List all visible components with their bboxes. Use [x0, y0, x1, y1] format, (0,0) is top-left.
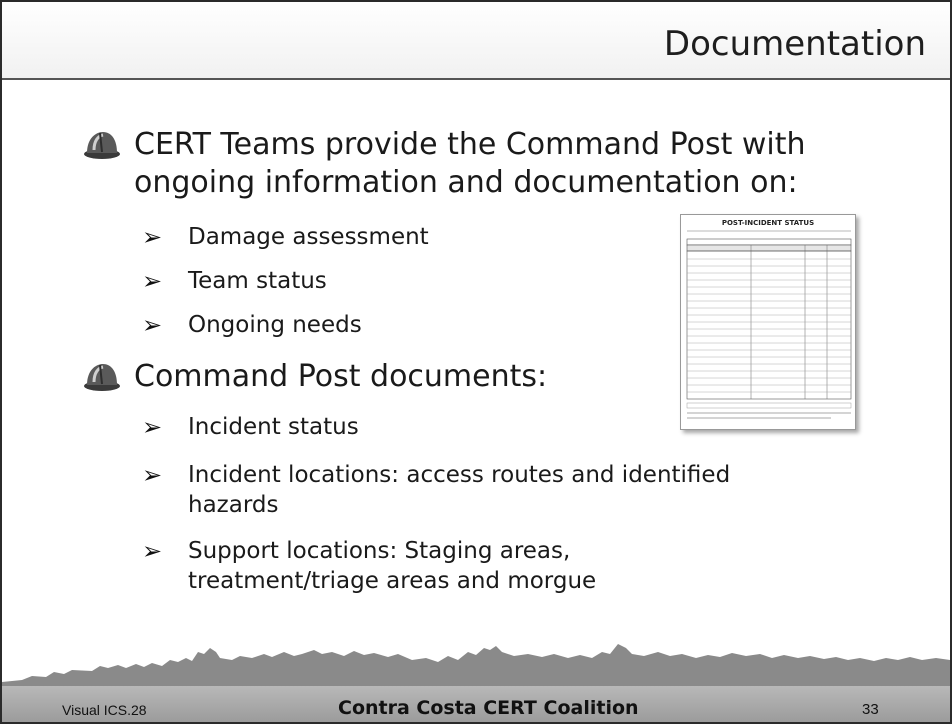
post-incident-status-form-image: POST-INCIDENT STATUS [680, 214, 856, 430]
hard-hat-icon [84, 364, 120, 391]
arrow-bullet-icon: ➢ [142, 413, 163, 441]
form-title: POST-INCIDENT STATUS [721, 219, 815, 227]
bullet-command-post-documents: Command Post documents: [82, 358, 547, 396]
sub-bullet-incident-status: ➢ Incident status [142, 412, 359, 442]
bullet-command-post-text: Command Post documents: [134, 359, 548, 394]
sub-bullet-team-status: ➢ Team status [142, 266, 327, 296]
footer-module-label: Visual ICS.28 [62, 702, 147, 718]
sub-bullet-damage-assessment: ➢ Damage assessment [142, 222, 429, 252]
bullet-cert-teams-line1: CERT Teams provide the Command Post with [134, 127, 806, 162]
arrow-bullet-icon: ➢ [142, 537, 163, 565]
sub-bullet-support-locations: ➢ Support locations: Staging areas, trea… [142, 536, 596, 596]
sub-bullet-text: Damage assessment [188, 224, 429, 250]
arrow-bullet-icon: ➢ [142, 223, 163, 251]
title-bar: Documentation [2, 2, 950, 80]
page-number: 33 [862, 701, 879, 718]
bullet-cert-teams-line2: ongoing information and documentation on… [134, 165, 798, 200]
city-skyline-image [2, 644, 950, 690]
arrow-bullet-icon: ➢ [142, 311, 163, 339]
sub-bullet-text: Ongoing needs [188, 312, 362, 338]
sub-bullet-text-continued: hazards [188, 492, 279, 518]
hard-hat-icon [84, 132, 120, 159]
form-grid [686, 230, 852, 419]
sub-bullet-text-continued: treatment/triage areas and morgue [188, 568, 597, 594]
slide-title: Documentation [663, 24, 926, 64]
sub-bullet-text: Incident locations: access routes and id… [188, 462, 731, 488]
arrow-bullet-icon: ➢ [142, 267, 163, 295]
sub-bullet-ongoing-needs: ➢ Ongoing needs [142, 310, 362, 340]
sub-bullet-text: Incident status [188, 414, 359, 440]
footer-bar: Visual ICS.28 Contra Costa CERT Coalitio… [2, 686, 950, 722]
bullet-cert-teams: CERT Teams provide the Command Post with… [82, 126, 806, 202]
sub-bullet-incident-locations: ➢ Incident locations: access routes and … [142, 460, 730, 520]
sub-bullet-text: Support locations: Staging areas, [188, 538, 571, 564]
arrow-bullet-icon: ➢ [142, 461, 163, 489]
sub-bullet-text: Team status [188, 268, 327, 294]
footer-organization-name: Contra Costa CERT Coalition [338, 697, 639, 719]
